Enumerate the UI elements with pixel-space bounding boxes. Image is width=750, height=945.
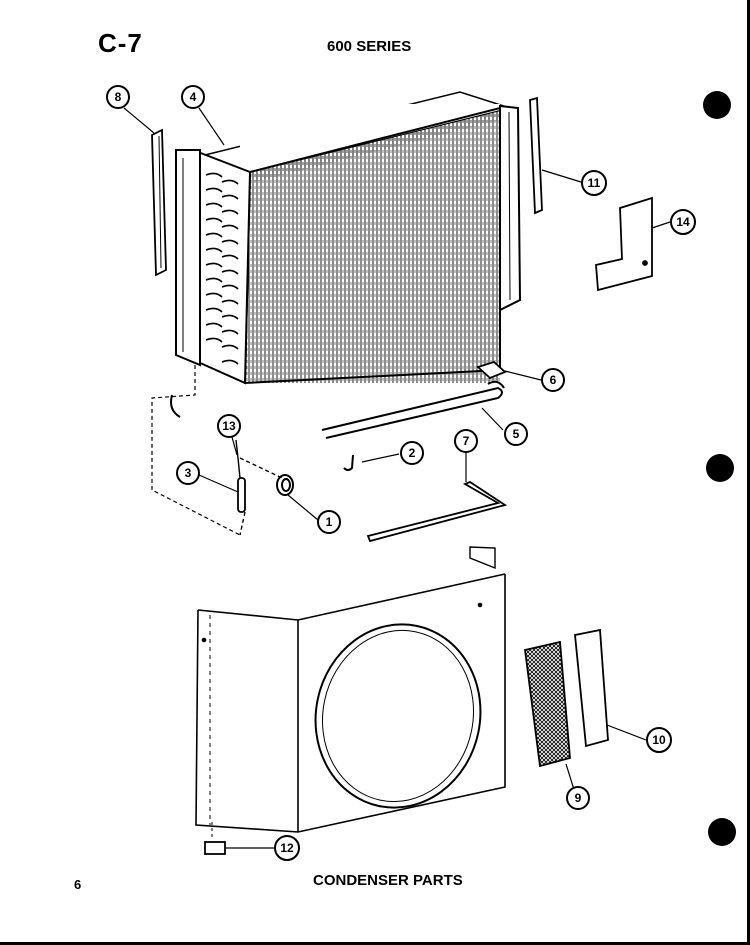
part-13-capillary <box>235 439 283 536</box>
part-7-strip <box>366 480 508 543</box>
svg-text:2: 2 <box>409 446 416 460</box>
part-1-grommet <box>276 474 294 496</box>
svg-text:5: 5 <box>513 427 520 441</box>
part-3-bulb <box>237 477 246 513</box>
callout-5: 5 <box>504 422 528 446</box>
part-11-bracket <box>529 96 543 215</box>
svg-text:10: 10 <box>652 733 666 747</box>
callout-13: 13 <box>217 414 241 438</box>
callout-9: 9 <box>566 786 590 810</box>
svg-text:8: 8 <box>115 90 122 104</box>
svg-text:14: 14 <box>676 215 690 229</box>
diagram-caption: CONDENSER PARTS <box>313 872 463 889</box>
page-code: C-7 <box>98 28 143 58</box>
svg-text:6: 6 <box>550 373 557 387</box>
svg-text:12: 12 <box>280 841 294 855</box>
callout-3: 3 <box>176 461 200 485</box>
binder-hole-top <box>703 91 731 119</box>
svg-text:13: 13 <box>222 419 236 433</box>
callout-1: 1 <box>317 510 341 534</box>
condenser-coil <box>151 91 522 536</box>
part-5-rod <box>321 380 505 439</box>
callout-2: 2 <box>400 441 424 465</box>
callout-4: 4 <box>181 85 205 109</box>
svg-text:7: 7 <box>463 434 470 448</box>
callout-14: 14 <box>670 209 696 235</box>
fan-shroud <box>195 546 506 840</box>
callout-8: 8 <box>106 85 130 109</box>
page-number: 6 <box>74 877 82 892</box>
svg-text:11: 11 <box>588 176 601 190</box>
svg-text:1: 1 <box>326 515 333 529</box>
svg-text:9: 9 <box>575 791 582 805</box>
svg-text:3: 3 <box>185 466 192 480</box>
callout-7: 7 <box>454 429 478 453</box>
part-12-foot <box>204 841 226 855</box>
callout-10: 10 <box>646 727 672 753</box>
callout-11: 11 <box>581 170 607 196</box>
series-title: 600 SERIES <box>327 38 412 55</box>
part-9-filter <box>524 640 571 768</box>
leader-lines <box>123 107 671 849</box>
callout-6: 6 <box>541 368 565 392</box>
part-14-panel <box>595 196 653 292</box>
svg-text:4: 4 <box>190 90 197 104</box>
part-2-hook <box>343 454 354 471</box>
part-6-clip <box>476 360 507 380</box>
callout-12: 12 <box>274 835 300 861</box>
binder-hole-middle <box>706 454 734 482</box>
part-10-panel <box>574 628 609 748</box>
part-8-mounting-bar <box>151 128 167 277</box>
binder-hole-bottom <box>708 818 736 846</box>
